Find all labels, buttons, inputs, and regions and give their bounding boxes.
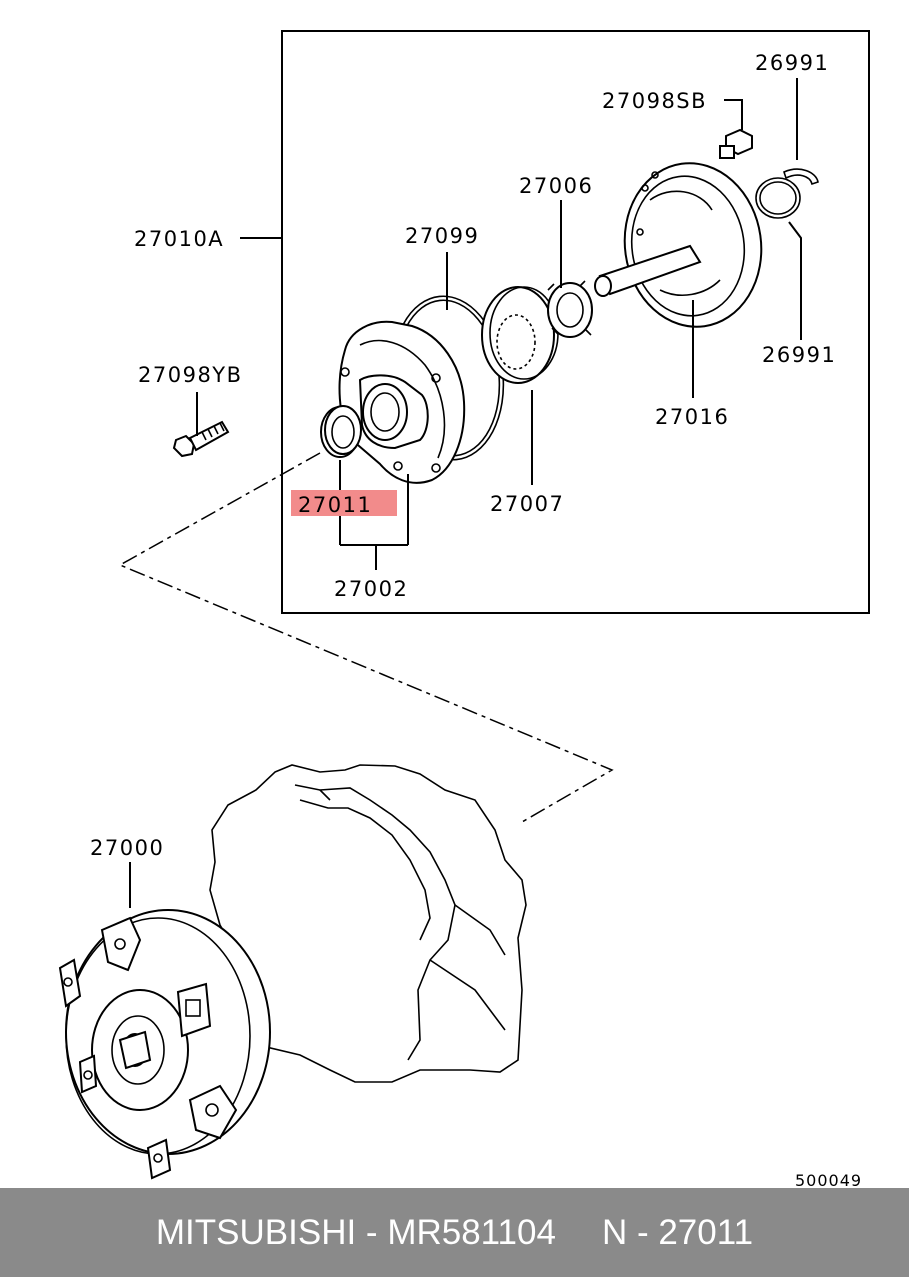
oil-seal	[320, 405, 362, 458]
label-27098SB: 27098SB	[602, 89, 707, 113]
label-27002: 27002	[334, 577, 408, 601]
outer-gear	[481, 286, 559, 384]
seal-ring-lower	[755, 177, 801, 219]
footer-separator: -	[356, 1212, 388, 1252]
part-info-footer: MITSUBISHI - MR581104 N - 27011	[0, 1188, 909, 1277]
label-27006: 27006	[519, 174, 593, 198]
label-27098YB: 27098YB	[138, 363, 243, 387]
brand-name: MITSUBISHI	[155, 1212, 357, 1252]
part-number: MR581104	[387, 1212, 556, 1252]
highlight-box	[291, 490, 397, 516]
label-27016: 27016	[655, 405, 729, 429]
projection-lines	[118, 452, 614, 823]
label-27099: 27099	[405, 224, 479, 248]
position-number: 27011	[658, 1212, 754, 1252]
assembly-frame	[281, 30, 870, 614]
label-26991-bottom: 26991	[762, 343, 836, 367]
label-26991-top: 26991	[755, 51, 829, 75]
stator-shaft	[594, 162, 763, 328]
label-27010A: 27010A	[134, 227, 224, 251]
inner-gear	[547, 280, 593, 338]
torque-converter	[58, 909, 271, 1180]
diagram-code: 500049	[795, 1171, 862, 1188]
exploded-parts-diagram: 27010A 27099 27006 27098SB 26991 26991 2…	[58, 30, 870, 1188]
position-prefix: N -	[601, 1212, 659, 1252]
bolt-27098sb	[719, 128, 753, 159]
bolt-27098yb	[172, 420, 230, 458]
pump-housing	[338, 320, 466, 484]
seal-ring-upper	[783, 168, 819, 186]
label-27011: 27011	[298, 493, 372, 517]
label-27007: 27007	[490, 492, 564, 516]
label-27000: 27000	[90, 836, 164, 860]
leader-lines	[129, 78, 802, 908]
